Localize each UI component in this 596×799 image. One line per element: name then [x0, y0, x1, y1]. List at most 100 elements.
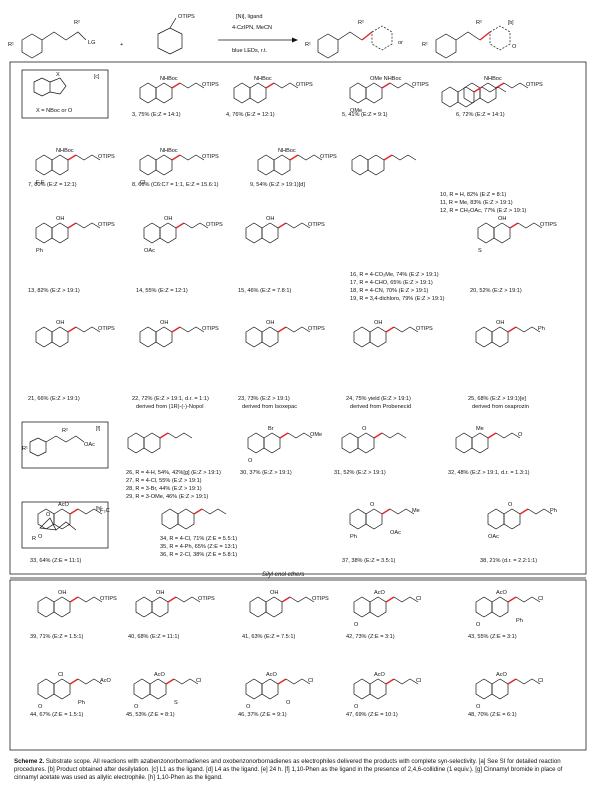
svg-text:R: R [32, 536, 36, 542]
ring [53, 508, 71, 530]
compound-40-group-1: OH [156, 590, 164, 596]
chain [285, 326, 311, 333]
chain [297, 154, 323, 161]
compound-20-group-2: OTIPS [540, 222, 557, 228]
compound-7-group-1: NHBoc [56, 148, 74, 154]
compound-25-group-2: Ph [538, 326, 545, 332]
compound-36-caption: 36, R = 2-Cl, 38% (Z:E = 5.8:1) [160, 552, 237, 558]
compound-25-caption: 25, 68% (E:Z > 19:1)[e] [468, 396, 526, 402]
ring [139, 326, 157, 348]
chain [393, 596, 419, 603]
ring [261, 222, 279, 244]
compound-9-group-2: OTIPS [320, 154, 337, 160]
product2-note: [b] [508, 20, 514, 26]
compound-18-caption: 18, R = 4-CN, 70% (E:Z > 19:1) [350, 288, 428, 294]
ring [257, 154, 275, 176]
compound-37-group-3: Ph [350, 534, 357, 540]
chain [179, 82, 205, 89]
compound-30-group-1: Br [268, 426, 274, 432]
svg-text:R¹: R¹ [22, 446, 28, 452]
new-bond [165, 678, 175, 685]
ring [353, 596, 371, 618]
compound-46-caption: 46, 37% (Z:E = 9:1) [238, 712, 287, 718]
compound-18: 18, R = 4-CN, 70% (E:Z > 19:1) [350, 288, 428, 294]
ring [155, 82, 173, 104]
compound-33-caption: 33, 64% (Z:E = 11:1) [30, 558, 81, 564]
ring [155, 326, 173, 348]
compound-29: 29, R = 3-OMe, 46% (E:Z > 19:1) [126, 494, 209, 500]
conditions-line2: 4-CzIPN, MeCN [232, 25, 272, 31]
compound-7-group-2: OTIPS [98, 154, 115, 160]
new-bond [373, 432, 383, 439]
ring [493, 222, 511, 244]
compound-21-group-2: OTIPS [98, 326, 115, 332]
ring [149, 678, 167, 700]
new-bond [277, 326, 287, 333]
ring [463, 82, 481, 104]
product2-r1: R¹ [422, 42, 428, 48]
compound-43-caption: 43, 55% (Z:E = 3:1) [468, 634, 517, 640]
compound-6-group-2: OTIPS [526, 82, 543, 88]
ring [35, 326, 53, 348]
new-bond [281, 596, 291, 603]
compound-15-group-2: OTIPS [308, 222, 325, 228]
ring [365, 508, 383, 530]
compound-24-caption: 24, 75% yield (E:Z > 19:1) [346, 396, 411, 402]
chain [393, 326, 419, 333]
new-bond [277, 222, 287, 229]
ring [143, 222, 161, 244]
compound-24-source: derived from Probenecid [350, 404, 411, 410]
new-bond [507, 596, 517, 603]
compound-31: O31, 52% (E:Z > 19:1) [334, 426, 407, 476]
compound-4-caption: 4, 76% (E:Z = 12:1) [226, 112, 275, 118]
chain [179, 154, 205, 161]
electrophile-box-oxabicycle: X [c] X = NBoc or O [21, 69, 109, 119]
new-bond [69, 596, 79, 603]
compound-39-caption: 39, 71% (E:Z = 1.5:1) [30, 634, 83, 640]
compound-17-caption: 17, R = 4-CHO, 65% (E:Z > 19:1) [350, 280, 433, 286]
compound-45-group-2: Cl [196, 678, 201, 684]
scheme-drawing: R¹ R² LG + OTIPS [Ni], ligand 4-CzIPN, M… [8, 14, 587, 751]
ring [341, 432, 359, 454]
compound-35-caption: 35, R = 4-Ph, 65% (Z:E = 13:1) [160, 544, 237, 550]
new-bond [277, 678, 287, 685]
compound-7-group-3: F F [36, 180, 45, 186]
chain [287, 432, 313, 439]
ring [143, 432, 161, 454]
compound-11-caption: 11, R = Me, 83% (E:Z > 19:1) [440, 200, 513, 206]
compound-28-caption: 28, R = 3-Br, 44% (E:Z > 19:1) [126, 486, 202, 492]
conditions-line1: [Ni], ligand [236, 14, 262, 20]
chain [393, 678, 419, 685]
ring [233, 82, 251, 104]
compound-46-group-1: AcO [266, 672, 278, 678]
compound-41-group-2: OTIPS [312, 596, 329, 602]
compound-13-group-2: OTIPS [98, 222, 115, 228]
compound-20-group-3: S [478, 248, 482, 254]
chain [495, 432, 521, 439]
ring [475, 678, 493, 700]
compound-5-caption: 5, 41% (E:Z = 9:1) [342, 112, 388, 118]
chain [183, 222, 209, 229]
ring [487, 508, 505, 530]
chain [391, 154, 417, 161]
compound-25-source: derived from oxaprozin [472, 404, 529, 410]
compound-25-group-1: OH [496, 320, 504, 326]
compound-37-group-4: OAc [390, 530, 401, 536]
compound-21-caption: 21, 66% (E:Z > 19:1) [28, 396, 80, 402]
ring [51, 154, 69, 176]
chain [75, 326, 101, 333]
ring [139, 154, 157, 176]
compound-43-group-2: Cl [538, 596, 543, 602]
compound-15-group-1: OH [266, 216, 274, 222]
electrophile-box-allyl-acetate: R¹ R² OAc [f] [21, 421, 109, 469]
